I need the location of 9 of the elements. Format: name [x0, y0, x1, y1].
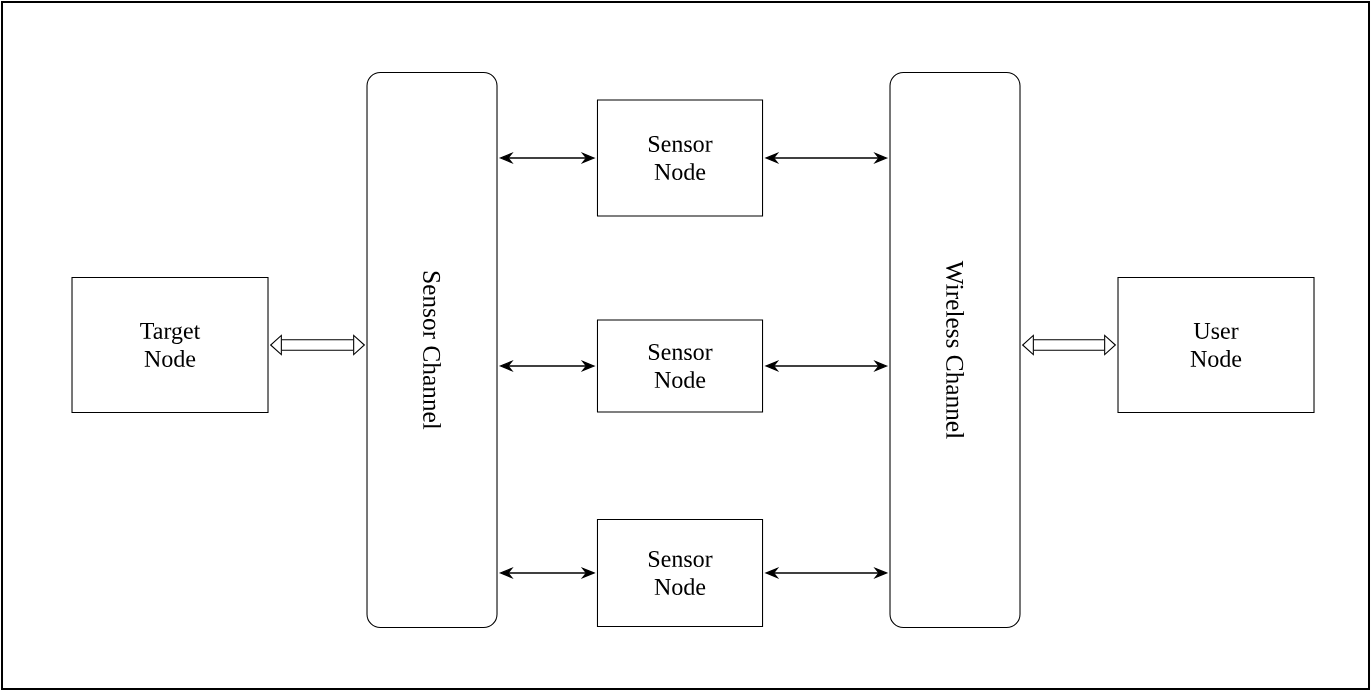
process-box: User Node [1117, 277, 1315, 413]
process-box: Sensor Node [596, 519, 764, 627]
channel-box [366, 72, 498, 628]
process-box: Sensor Node [596, 99, 764, 217]
process-box: Sensor Node [596, 319, 764, 413]
channel-label: Wireless Channel [946, 260, 964, 439]
channel-box [889, 72, 1021, 628]
process-box: Target Node [71, 277, 269, 413]
channel-label: Sensor Channel [423, 271, 441, 430]
